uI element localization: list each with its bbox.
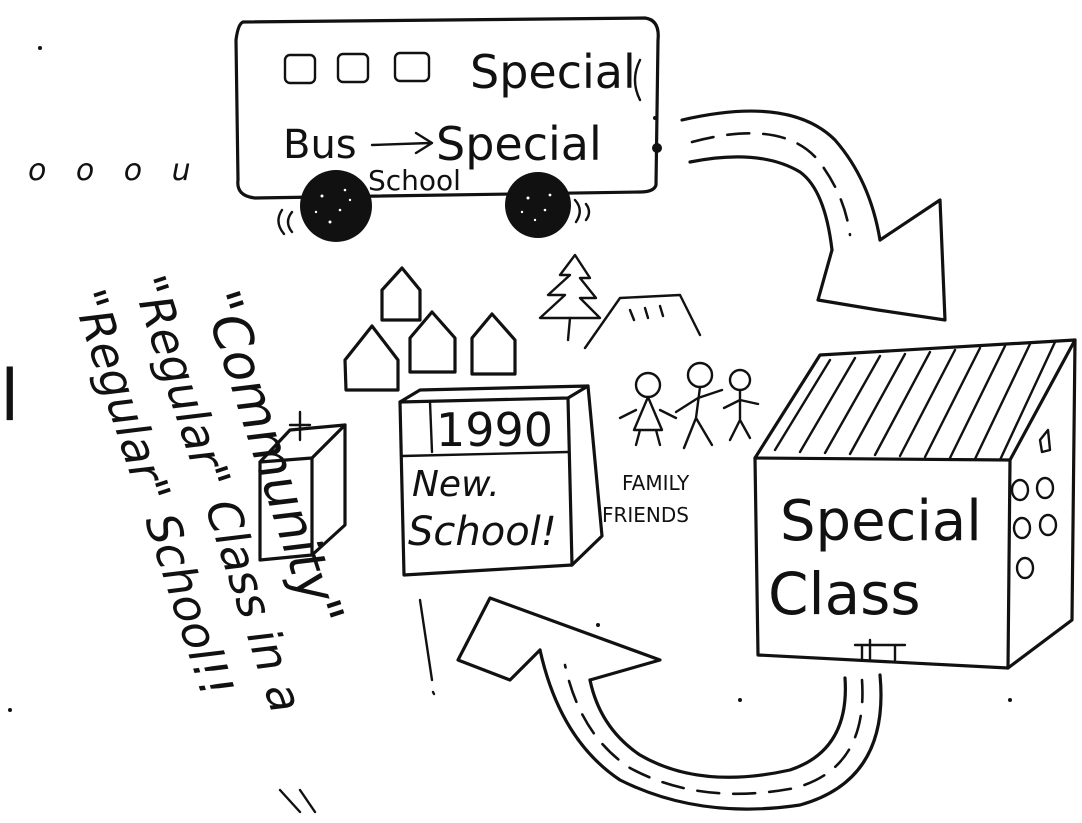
family-figures bbox=[620, 363, 758, 448]
special-class-building: Special Class bbox=[755, 340, 1075, 668]
new-school-building: 1990 New. School! bbox=[400, 386, 602, 575]
bus-wheel-front bbox=[300, 170, 372, 242]
arrow-to-special-class bbox=[682, 111, 945, 320]
bus-arrow bbox=[372, 133, 432, 153]
family-label: FAMILY bbox=[622, 471, 690, 495]
bus-headlight bbox=[652, 143, 662, 153]
new-school-year: 1990 bbox=[436, 403, 553, 457]
bus-window bbox=[285, 55, 315, 83]
bus-window bbox=[395, 53, 429, 81]
bus-label-destination: Special bbox=[436, 117, 602, 171]
arrow-to-community bbox=[458, 598, 881, 809]
bus-label-bus: Bus bbox=[283, 122, 357, 168]
bus-label-school: School bbox=[368, 164, 461, 197]
bus-trail-marks: o o o u bbox=[28, 153, 201, 188]
special-class-label-line1: Special bbox=[780, 489, 982, 554]
community-houses bbox=[345, 268, 515, 390]
new-school-label-line2: School! bbox=[408, 509, 557, 555]
special-class-label-line2: Class bbox=[768, 560, 921, 628]
bridge-structure bbox=[585, 295, 700, 348]
friends-label: FRIENDS bbox=[602, 503, 689, 527]
bus-label-special: Special bbox=[470, 45, 636, 99]
bus-wheel-rear bbox=[505, 172, 571, 238]
margin-mark: l bbox=[0, 355, 19, 437]
door bbox=[855, 640, 905, 660]
side-windows bbox=[1012, 430, 1056, 578]
tree-icon bbox=[540, 255, 600, 340]
new-school-label-line1: New. bbox=[412, 464, 500, 505]
bus-window bbox=[338, 54, 368, 82]
special-bus: Special Bus Special School bbox=[236, 18, 662, 242]
